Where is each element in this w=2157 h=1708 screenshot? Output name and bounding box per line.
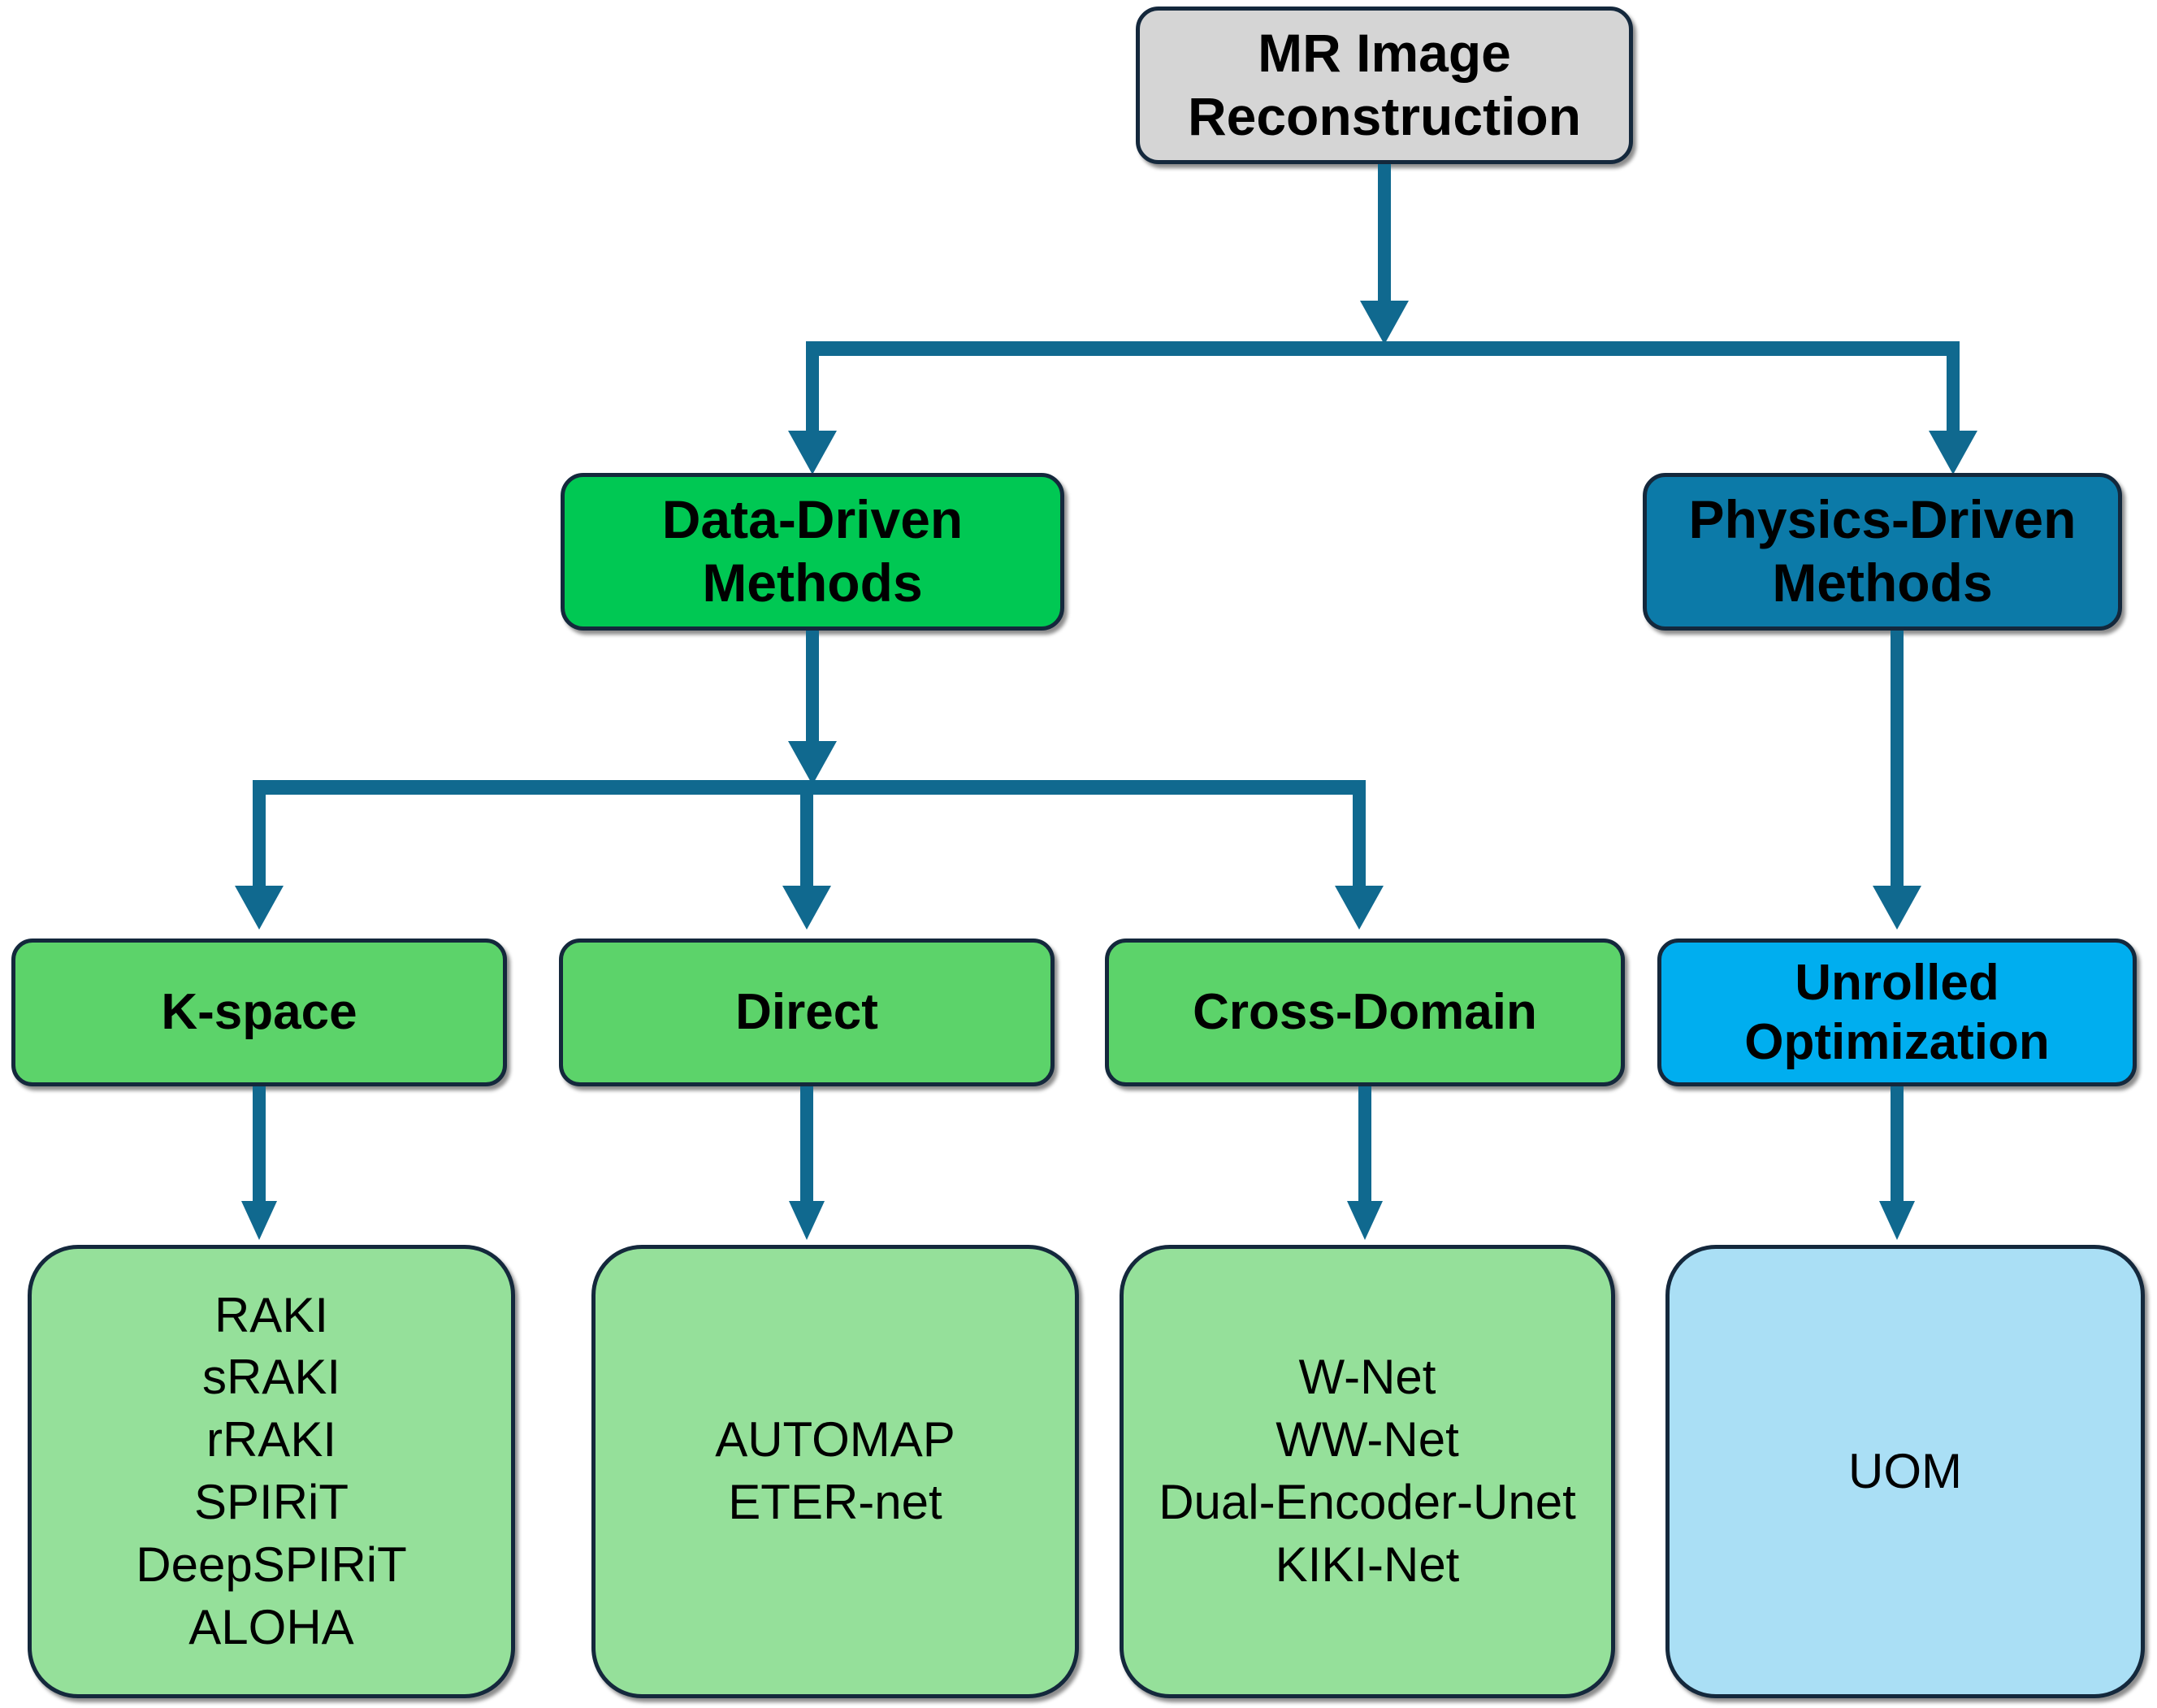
arrowhead-direct	[782, 886, 831, 930]
node-data-driven-methods[interactable]: Data-Driven Methods	[561, 473, 1064, 631]
node-label-line2: Methods	[1772, 553, 1993, 613]
method-item: ETER-net	[728, 1475, 942, 1529]
node-label: Physics-Driven Methods	[1647, 488, 2118, 615]
arrowhead-physics-driven	[1929, 431, 1977, 475]
node-direct[interactable]: Direct	[559, 939, 1055, 1086]
arrowhead-direct-methods	[789, 1201, 825, 1240]
method-list: W-Net WW-Net Dual-Encoder-Unet KIKI-Net	[1124, 1346, 1611, 1596]
connector-direct-to-methods	[800, 1086, 813, 1208]
arrowhead-unrolled	[1873, 886, 1921, 930]
arrowhead-kspace-methods	[241, 1201, 277, 1240]
connector-to-physics-driven	[1947, 341, 1960, 440]
node-k-space[interactable]: K-space	[11, 939, 507, 1086]
node-physics-driven-methods[interactable]: Physics-Driven Methods	[1643, 473, 2122, 631]
method-list: UOM	[1670, 1441, 2141, 1503]
method-list: AUTOMAP ETER-net	[596, 1409, 1075, 1534]
node-label: Unrolled Optimization	[1661, 953, 2133, 1072]
leaf-cross-domain-methods[interactable]: W-Net WW-Net Dual-Encoder-Unet KIKI-Net	[1120, 1245, 1615, 1698]
method-item: Dual-Encoder-Unet	[1159, 1475, 1576, 1529]
node-label: Direct	[735, 984, 878, 1041]
node-unrolled-optimization[interactable]: Unrolled Optimization	[1657, 939, 2137, 1086]
method-item: DeepSPIRiT	[136, 1537, 407, 1592]
node-label-line1: MR Image	[1258, 23, 1511, 84]
node-label-line1: Unrolled	[1795, 954, 1999, 1011]
node-label: Cross-Domain	[1193, 984, 1537, 1041]
method-item: sRAKI	[201, 1350, 341, 1405]
connector-to-kspace	[253, 780, 266, 894]
arrowhead-kspace	[235, 886, 284, 930]
node-label: Data-Driven Methods	[565, 488, 1060, 615]
node-label: MR Image Reconstruction	[1140, 22, 1629, 149]
arrowhead-data-driven	[788, 431, 837, 475]
arrowhead-data-driven-stem	[788, 741, 837, 785]
connector-to-data-driven	[806, 341, 819, 440]
node-mr-image-reconstruction[interactable]: MR Image Reconstruction	[1136, 7, 1633, 164]
arrowhead-unrolled-methods	[1879, 1201, 1915, 1240]
connector-to-direct	[800, 780, 813, 894]
node-label-line1: Data-Driven	[661, 489, 964, 550]
connector-physics-to-unrolled	[1891, 631, 1904, 894]
connector-crossdomain-to-methods	[1358, 1086, 1371, 1208]
node-label-line1: Physics-Driven	[1688, 489, 2077, 550]
node-label-line2: Methods	[702, 553, 923, 613]
arrowhead-crossdomain-methods	[1347, 1201, 1383, 1240]
method-item: AUTOMAP	[715, 1412, 955, 1467]
connector-kspace-to-methods	[253, 1086, 266, 1208]
node-label-line2: Optimization	[1744, 1014, 2050, 1070]
method-item: rRAKI	[206, 1412, 337, 1467]
arrowhead-root-stem	[1360, 301, 1409, 345]
method-item: UOM	[1848, 1443, 1962, 1498]
method-item: ALOHA	[188, 1599, 354, 1654]
method-item: SPIRiT	[193, 1475, 349, 1529]
connector-to-crossdomain	[1353, 780, 1366, 894]
node-cross-domain[interactable]: Cross-Domain	[1105, 939, 1625, 1086]
node-label-line2: Reconstruction	[1187, 86, 1582, 146]
connector-tier1-bus	[806, 341, 1960, 356]
connector-data-driven-stem	[806, 631, 819, 752]
leaf-k-space-methods[interactable]: RAKI sRAKI rRAKI SPIRiT DeepSPIRiT ALOHA	[28, 1245, 515, 1698]
leaf-direct-methods[interactable]: AUTOMAP ETER-net	[591, 1245, 1079, 1698]
method-list: RAKI sRAKI rRAKI SPIRiT DeepSPIRiT ALOHA	[32, 1285, 511, 1659]
leaf-unrolled-optimization-methods[interactable]: UOM	[1665, 1245, 2145, 1698]
method-item: KIKI-Net	[1275, 1537, 1460, 1592]
connector-root-stem	[1378, 164, 1391, 306]
arrowhead-crossdomain	[1335, 886, 1384, 930]
node-label: K-space	[161, 984, 357, 1041]
method-item: WW-Net	[1276, 1412, 1459, 1467]
method-item: W-Net	[1298, 1350, 1436, 1405]
connector-unrolled-to-methods	[1891, 1086, 1904, 1208]
method-item: RAKI	[214, 1287, 329, 1342]
